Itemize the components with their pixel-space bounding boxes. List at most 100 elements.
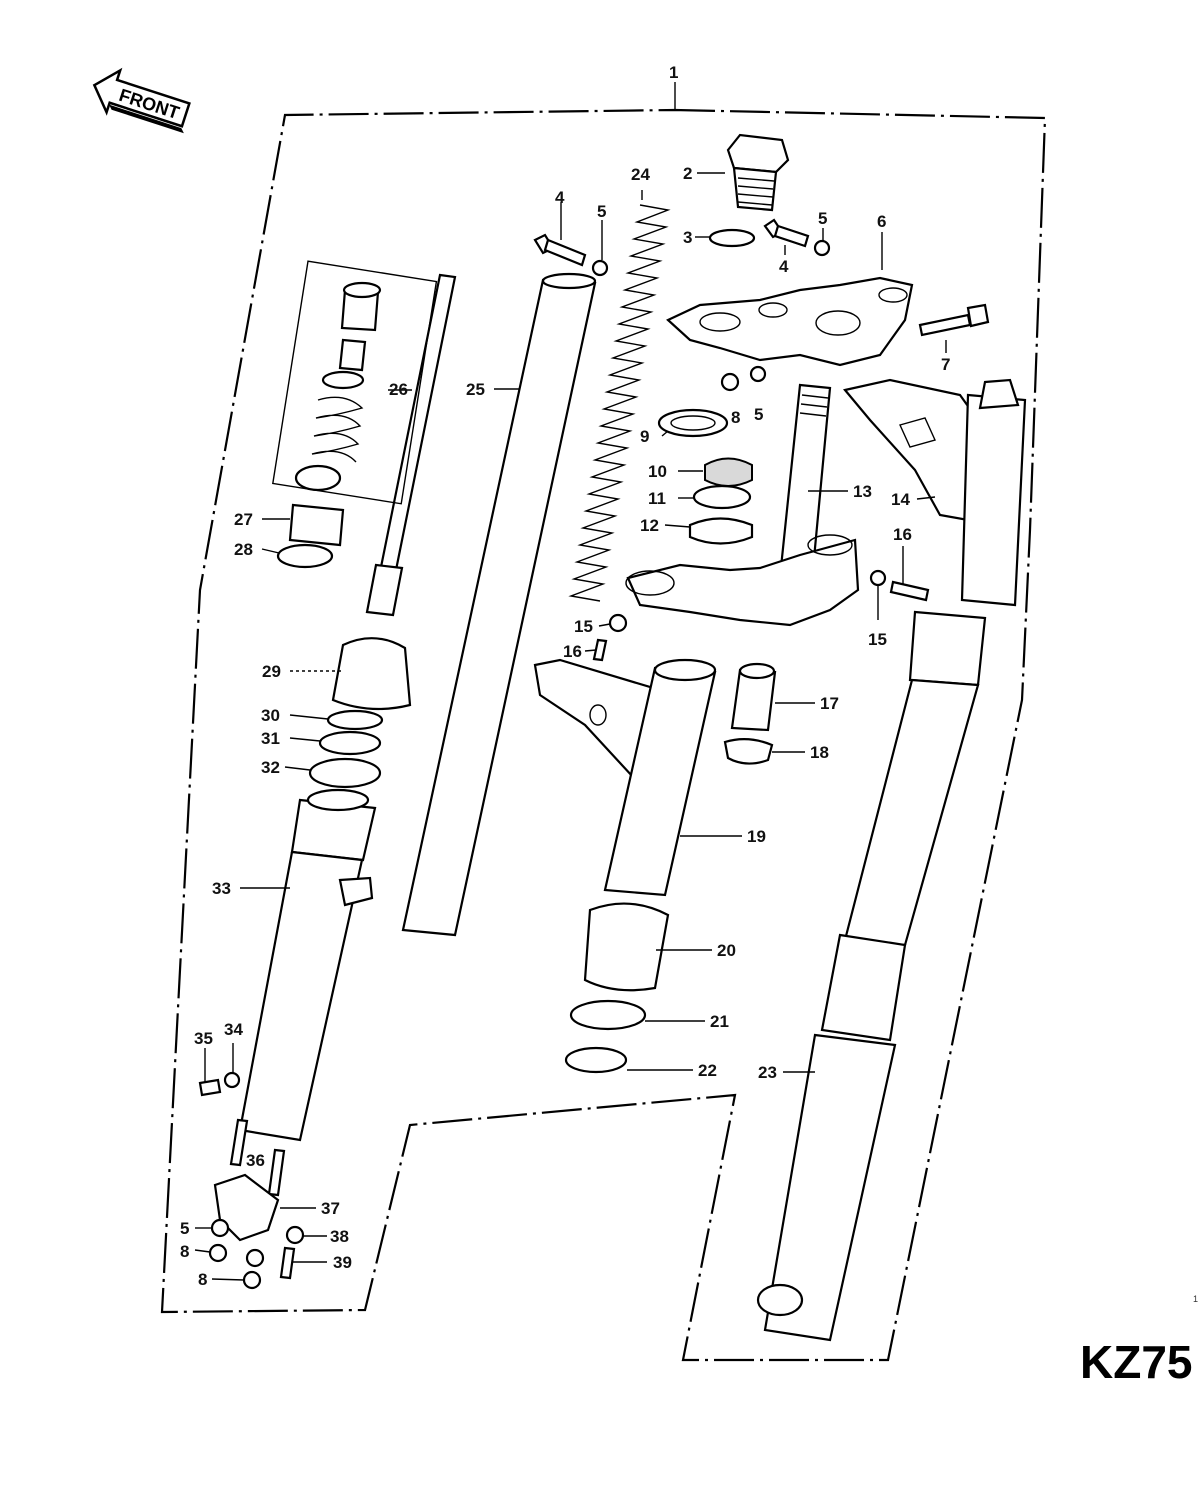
- part-10-bearing-race: [704, 457, 753, 487]
- callout-5c: 5: [754, 405, 763, 424]
- damper-spring: [311, 396, 364, 463]
- part-4-bolt-right: [763, 218, 810, 248]
- part-15-washer-right: [869, 569, 887, 587]
- part-30-snap-ring: [326, 709, 384, 731]
- callout-22: 22: [698, 1061, 717, 1080]
- part-32-oil-seal: [308, 757, 382, 789]
- part-26-damper-rod: [365, 273, 457, 617]
- bracket-hole-a: [699, 312, 741, 332]
- callout-14: 14: [891, 490, 910, 509]
- part-24-fork-spring: [568, 204, 671, 602]
- bracket-hole-c: [815, 310, 861, 336]
- part-8-nut-bottom-c: [242, 1270, 262, 1290]
- part-5-washer-b: [813, 239, 831, 257]
- callout-4a: 4: [555, 188, 565, 207]
- part-3-o-ring: [708, 228, 756, 248]
- part-22-seal: [564, 1046, 628, 1074]
- stem-clamp-hole-a: [625, 570, 675, 596]
- assembly-frame: [160, 108, 1047, 1362]
- front-arrow: FRONT: [92, 67, 191, 134]
- part-18-seat: [723, 738, 774, 765]
- part-19-fork-tube-bracket: [533, 658, 717, 897]
- part-11-ball-bearing: [692, 484, 752, 510]
- part-9-inner: [670, 415, 716, 431]
- part-5-washer-bottom: [210, 1218, 230, 1238]
- part-4-bolt-left: [533, 233, 587, 267]
- callout-17: 17: [820, 694, 839, 713]
- callout-24: 24: [631, 165, 650, 184]
- callout-8b: 8: [180, 1242, 189, 1261]
- part-21-spacer: [569, 999, 647, 1031]
- part-23-right-fork-assembly: [756, 378, 1027, 1342]
- callout-33: 33: [212, 879, 231, 898]
- part-13-steering-stem: [625, 383, 860, 627]
- damper-piece-top-cap: [342, 281, 382, 299]
- callout-7: 7: [941, 355, 950, 374]
- callout-5b: 5: [818, 209, 827, 228]
- part-9-dust-seal: [657, 408, 729, 438]
- callout-18: 18: [810, 743, 829, 762]
- callout-16b: 16: [563, 642, 582, 661]
- part-35-bolt: [198, 1078, 222, 1097]
- callout-labels: 1 2 3 4 5 4 5 6 7 8 5 24 25 26 9 10 11 1…: [180, 63, 950, 1289]
- part-15-washer-left: [608, 613, 628, 633]
- part-5-washer-top: [749, 365, 767, 383]
- callout-10: 10: [648, 462, 667, 481]
- part-2-cap-bolt: [726, 133, 790, 212]
- callout-11: 11: [648, 489, 666, 508]
- callout-9: 9: [640, 427, 649, 446]
- callout-39: 39: [333, 1253, 352, 1272]
- callout-15a: 15: [868, 630, 887, 649]
- callout-38: 38: [330, 1227, 349, 1246]
- part-7-bolt: [918, 303, 990, 337]
- part-16-bolt-left: [592, 638, 608, 662]
- part-8-washer-bottom-b: [245, 1248, 265, 1268]
- part-17-bushing: [730, 668, 777, 732]
- part-39-stud-bottom: [279, 1246, 296, 1280]
- callout-19: 19: [747, 827, 766, 846]
- damper-washer: [321, 370, 365, 390]
- callout-29: 29: [262, 662, 281, 681]
- bracket-hole: [589, 704, 607, 726]
- callout-8a: 8: [731, 408, 740, 427]
- detail-box: [272, 260, 438, 505]
- part-5-washer-a: [591, 259, 609, 277]
- callout-2: 2: [683, 164, 692, 183]
- callout-25: 25: [466, 380, 485, 399]
- axle-hole: [756, 1283, 804, 1317]
- part-8-nut-top: [720, 372, 740, 392]
- part-16-bolt-right: [889, 580, 930, 602]
- callout-15b: 15: [574, 617, 593, 636]
- callout-21: 21: [710, 1012, 729, 1031]
- callout-32: 32: [261, 758, 280, 777]
- callout-27: 27: [234, 510, 253, 529]
- part-28-seal: [276, 543, 334, 569]
- stem-clamp-hole-b: [807, 534, 853, 556]
- callout-30: 30: [261, 706, 280, 725]
- callout-6: 6: [877, 212, 886, 231]
- part-6-upper-bracket: [666, 276, 914, 367]
- part-17-cap: [738, 662, 776, 680]
- callout-23: 23: [758, 1063, 777, 1082]
- callout-4b: 4: [779, 257, 789, 276]
- part-20-bushing: [583, 902, 670, 992]
- callout-31: 31: [261, 729, 280, 748]
- part-36-stud-b: [267, 1148, 286, 1197]
- part-34-washer: [223, 1071, 241, 1089]
- callout-35: 35: [194, 1029, 213, 1048]
- part-12-lower-race: [688, 517, 754, 545]
- callout-5d: 5: [180, 1219, 189, 1238]
- callout-8c: 8: [198, 1270, 207, 1289]
- callout-20: 20: [717, 941, 736, 960]
- callout-3: 3: [683, 228, 692, 247]
- part-29-dust-boot: [331, 637, 412, 711]
- callout-5a: 5: [597, 202, 606, 221]
- damper-valve: [294, 464, 342, 492]
- part-36-stud-a: [229, 1118, 249, 1167]
- part-8-nut-bottom-a: [208, 1243, 228, 1263]
- leader-lines: [194, 172, 947, 1281]
- callout-37: 37: [321, 1199, 340, 1218]
- callout-13: 13: [853, 482, 872, 501]
- damper-piece-mid: [338, 338, 367, 372]
- part-38-washer-bottom: [285, 1225, 305, 1245]
